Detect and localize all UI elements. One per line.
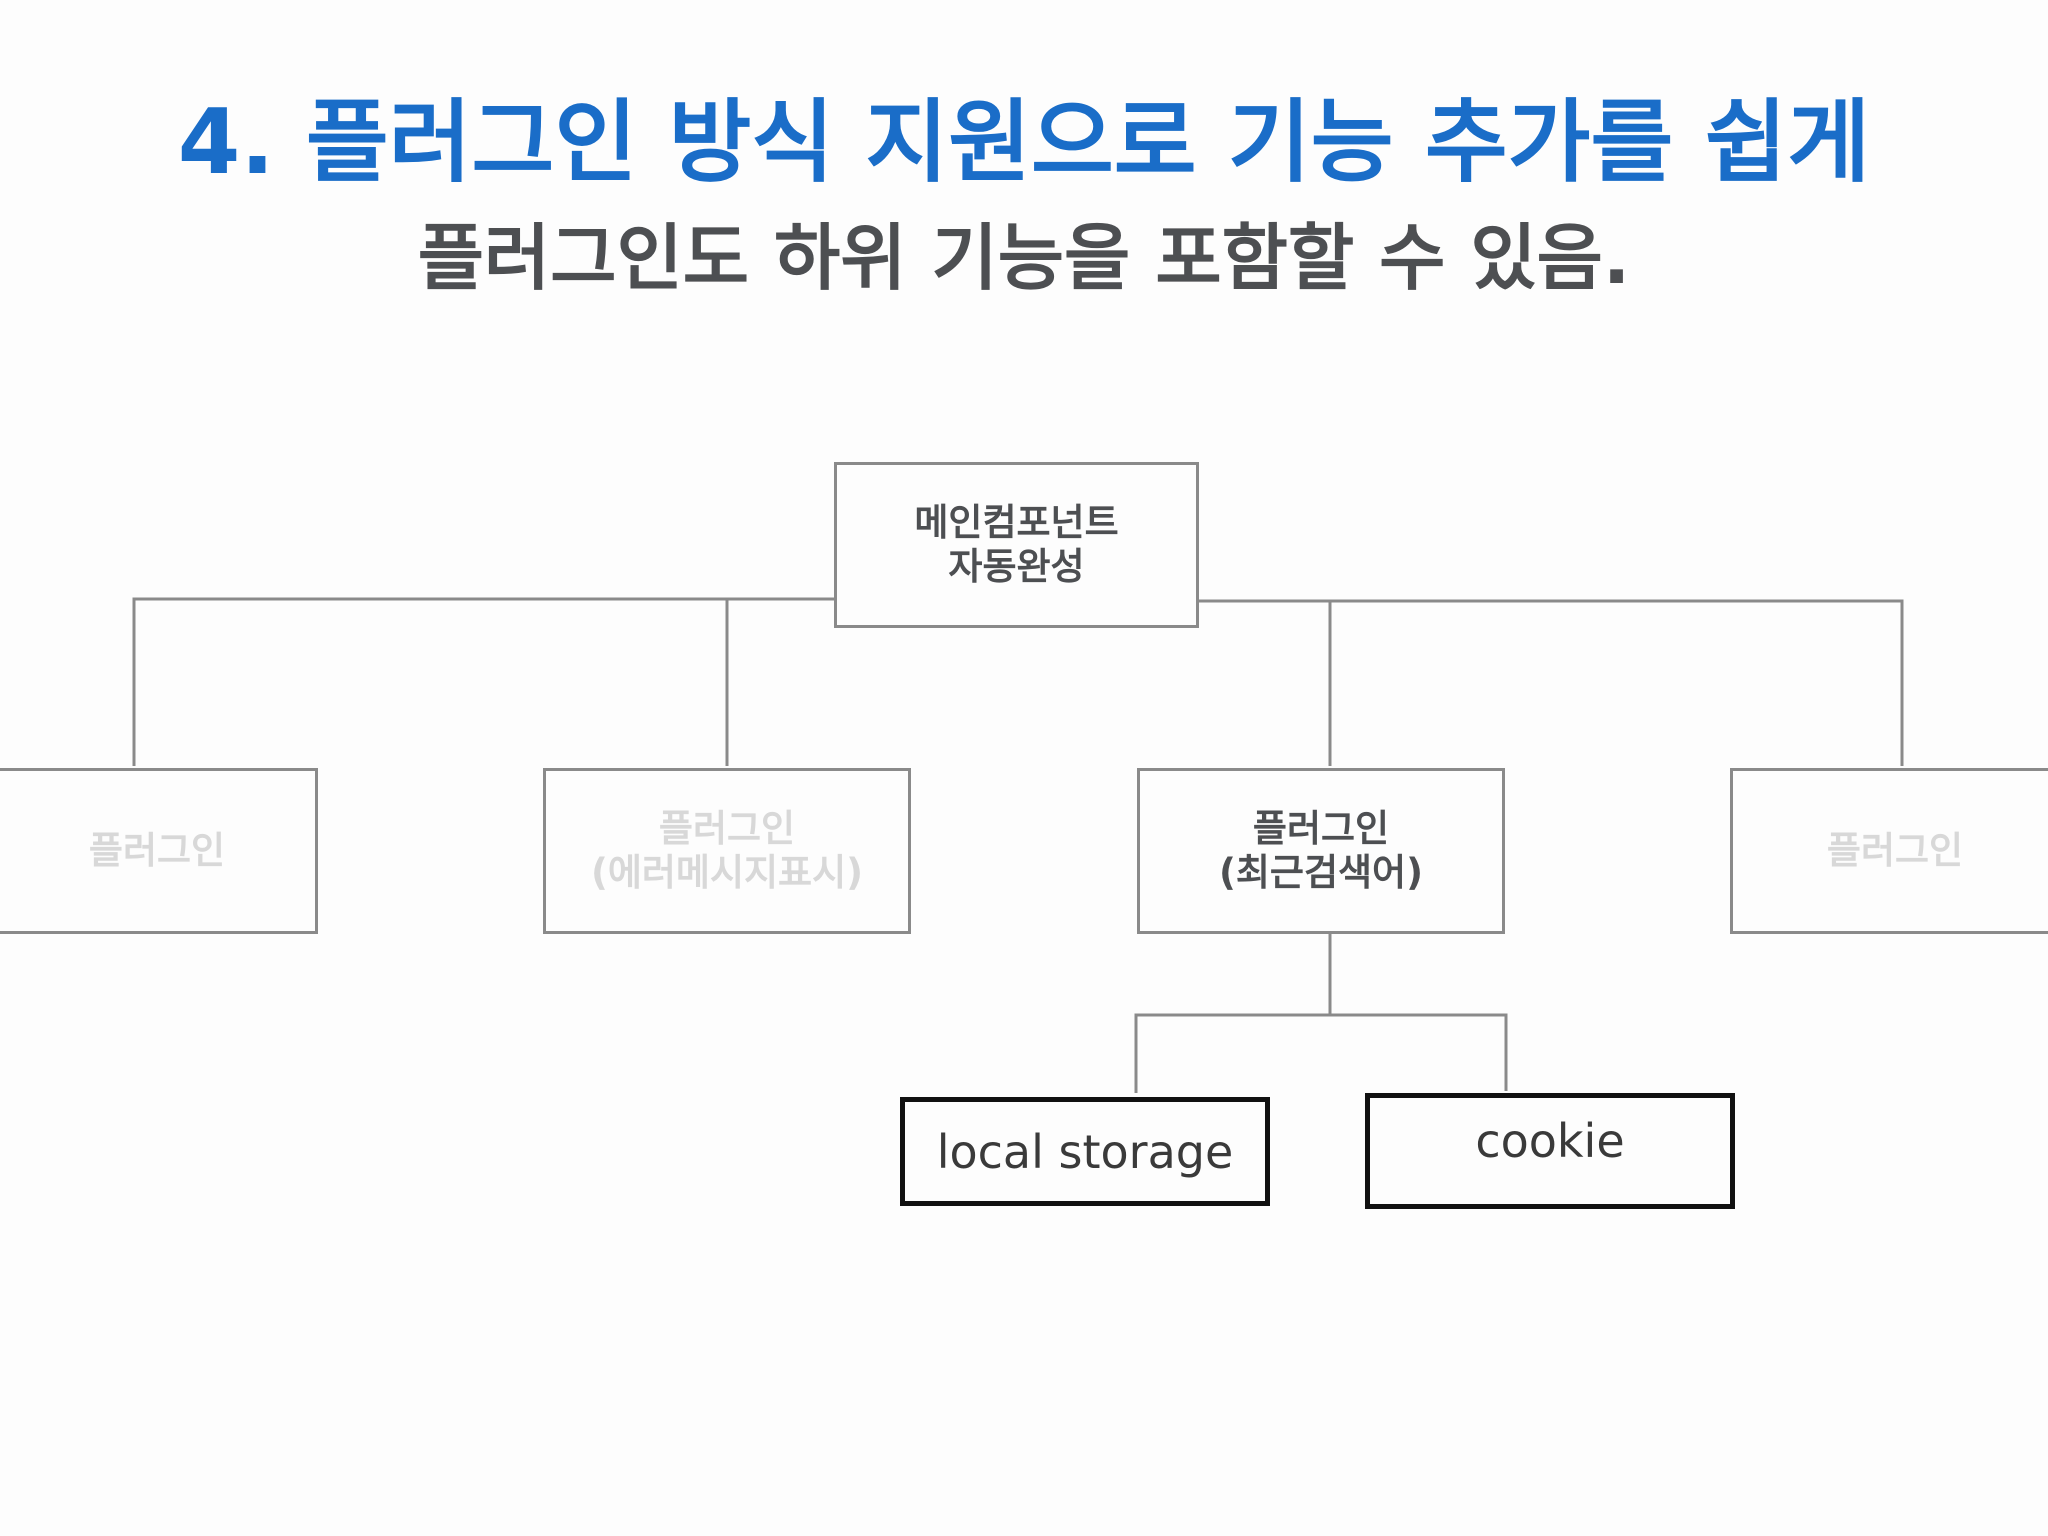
slide-title: 4. 플러그인 방식 지원으로 기능 추가를 쉽게 [177, 90, 1871, 195]
connector-sub-bar [1134, 1013, 1508, 1093]
plugin-box-4: 플러그인 [1730, 768, 2048, 934]
root-label-line1: 메인컴포넌트 [914, 501, 1119, 544]
connector-root-to-plugin-1 [132, 597, 834, 766]
plugin-box-2: 플러그인 (에러메시지표시) [543, 768, 911, 934]
plugin-3-label-line2: (최근검색어) [1218, 851, 1424, 894]
plugin-4-label: 플러그인 [1826, 829, 1964, 872]
slide-subtitle: 플러그인도 하위 기능을 포함할 수 있음. [417, 216, 1631, 300]
root-component-box: 메인컴포넌트 자동완성 [834, 462, 1199, 628]
plugin-3-label-line1: 플러그인 [1252, 807, 1390, 850]
connector-root-to-plugin-4 [1199, 599, 1904, 766]
plugin-box-1: 플러그인 [0, 768, 318, 934]
root-label-line2: 자동완성 [948, 545, 1085, 588]
plugin-2-label-line2: (에러메시지표시) [590, 851, 864, 894]
plugin-2-label-line1: 플러그인 [658, 807, 796, 850]
sub-item-local-storage-label: local storage [936, 1124, 1234, 1179]
sub-item-local-storage: local storage [900, 1097, 1270, 1206]
sub-item-cookie: cookie [1365, 1093, 1735, 1209]
plugin-1-label: 플러그인 [88, 829, 226, 872]
plugin-box-3: 플러그인 (최근검색어) [1137, 768, 1505, 934]
sub-item-cookie-label: cookie [1475, 1114, 1625, 1168]
